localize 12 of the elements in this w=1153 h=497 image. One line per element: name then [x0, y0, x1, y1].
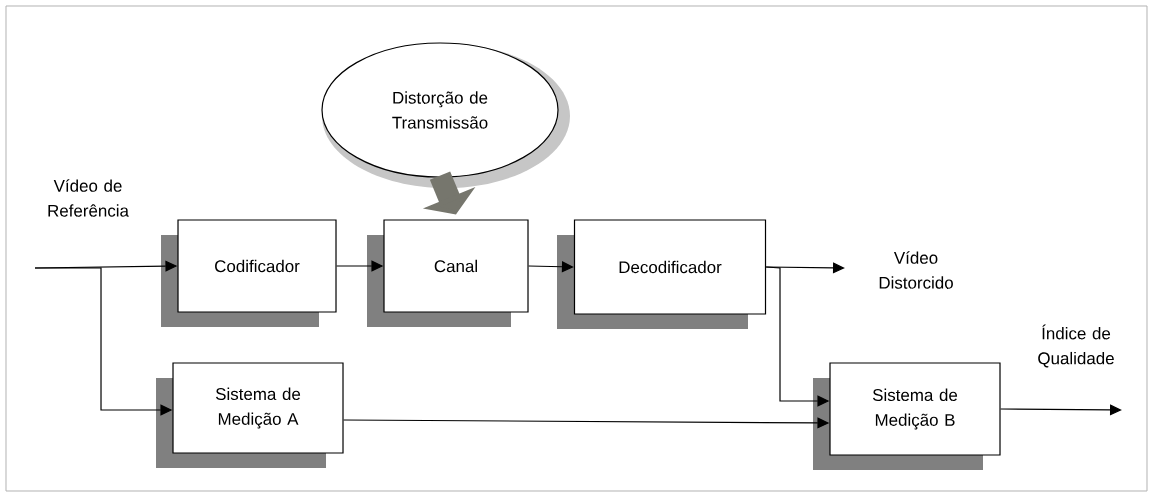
process-box: Canal	[367, 219, 529, 327]
io-label: Vídeo Distorcido	[879, 251, 953, 289]
process-box: Codificador	[161, 219, 337, 327]
io-label: Índice de Qualidade	[1038, 324, 1114, 368]
io-label: Vídeo de Referência	[48, 179, 129, 217]
process-box: Decodificador	[557, 219, 767, 329]
arrow	[528, 261, 574, 273]
process-box: Sistema de Medição A	[156, 362, 344, 468]
arrow	[1000, 404, 1122, 416]
arrow	[765, 262, 845, 274]
process-box: Sistema de Medição B	[813, 362, 1001, 470]
ellipse-node: Distorção de Transmissão	[321, 42, 570, 188]
